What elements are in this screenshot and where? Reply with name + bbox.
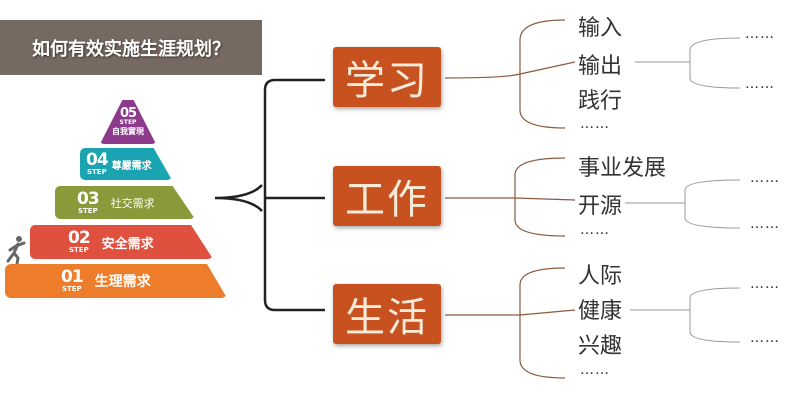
leaf-item: 兴趣 <box>578 334 623 359</box>
tier-label: 安全需求 <box>101 236 154 252</box>
tier-number: 02 <box>68 228 91 248</box>
tier-step: STEP <box>68 246 89 254</box>
sub-item: …… <box>750 170 780 186</box>
title-banner: 如何有效实施生涯规划？ <box>0 20 262 75</box>
branch-study: 学习 <box>333 47 441 107</box>
tier-step: STEP <box>86 168 107 176</box>
tier-label: 尊嚴需求 <box>111 160 152 172</box>
branch-life: 生活 <box>333 284 441 344</box>
tier-number: 03 <box>77 188 100 209</box>
leaf-item: 开源 <box>578 194 623 219</box>
sub-item: …… <box>750 330 780 346</box>
tier-label: 生理需求 <box>94 274 151 290</box>
leaf-item: …… <box>580 222 610 238</box>
branch-work: 工作 <box>333 166 441 226</box>
tier-number: 05 <box>119 106 137 121</box>
leaf-item: 健康 <box>578 299 623 324</box>
banner-title: 如何有效实施生涯规划？ <box>32 38 230 60</box>
tier-number: 01 <box>61 267 84 287</box>
tier-number: 04 <box>86 150 109 170</box>
tier-step: STEP <box>61 285 82 293</box>
leaf-item: 输入 <box>578 16 623 41</box>
sub-item: …… <box>750 216 780 232</box>
leaf-item: 输出 <box>578 54 623 79</box>
sub-item: …… <box>745 76 775 92</box>
tier-step: STEP <box>119 119 137 126</box>
tier-step: STEP <box>77 206 98 215</box>
sub-item: …… <box>745 26 775 42</box>
sub-item: …… <box>750 276 780 292</box>
runner-icon <box>6 236 26 265</box>
leaf-item: 事业发展 <box>578 156 667 181</box>
tier-label: 社交需求 <box>110 196 155 210</box>
leaf-item: 践行 <box>578 89 623 114</box>
leaf-item: …… <box>580 362 610 378</box>
tier-label: 自我實現 <box>112 127 144 136</box>
leaf-item: …… <box>580 116 610 132</box>
leaf-item: 人际 <box>578 264 623 289</box>
